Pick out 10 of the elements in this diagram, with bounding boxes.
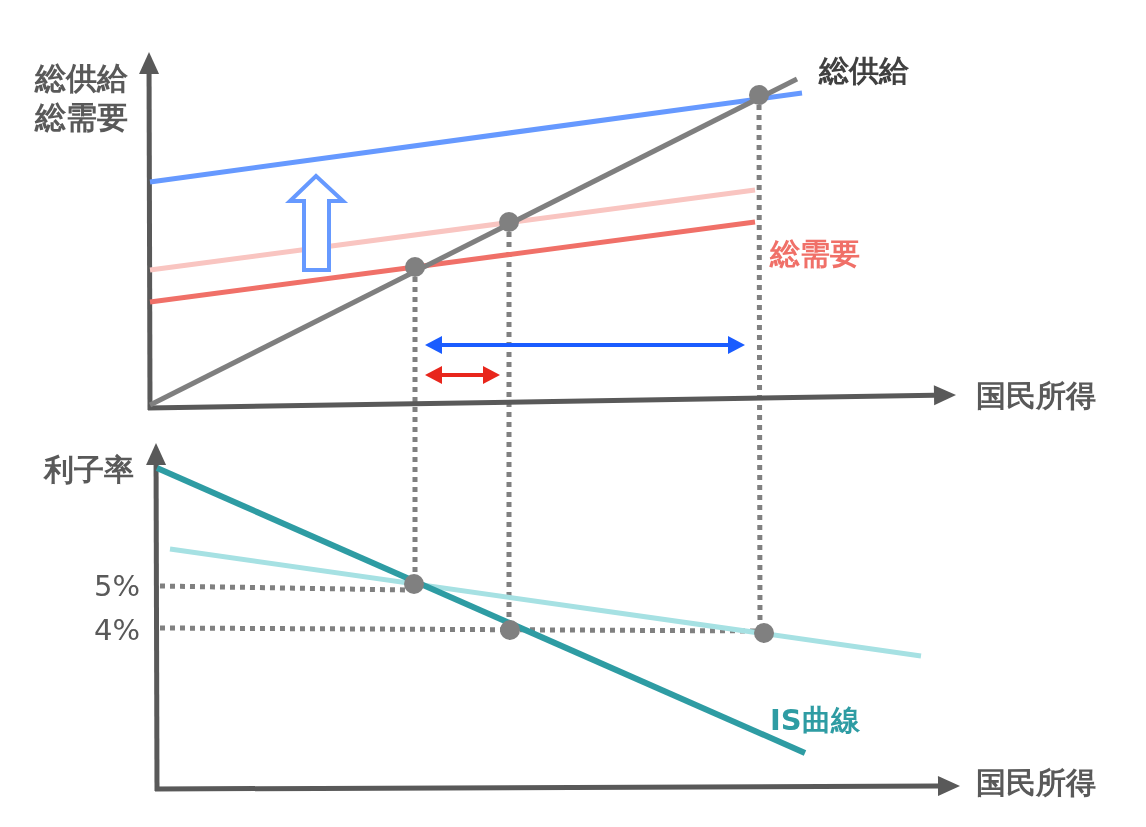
tick-label: 4%: [94, 616, 140, 645]
axis-label: 利子率: [44, 455, 134, 485]
axis-label: 国民所得: [976, 381, 1096, 411]
axis-label: 総供給: [35, 63, 128, 94]
tick-label: 5%: [94, 572, 140, 601]
curve-label: 総需要: [770, 239, 860, 269]
curve-label: 総供給: [819, 56, 909, 86]
axis-label: 国民所得: [976, 768, 1096, 798]
axis-label: 総需要: [35, 102, 128, 133]
curve-label: IS曲線: [770, 706, 860, 735]
